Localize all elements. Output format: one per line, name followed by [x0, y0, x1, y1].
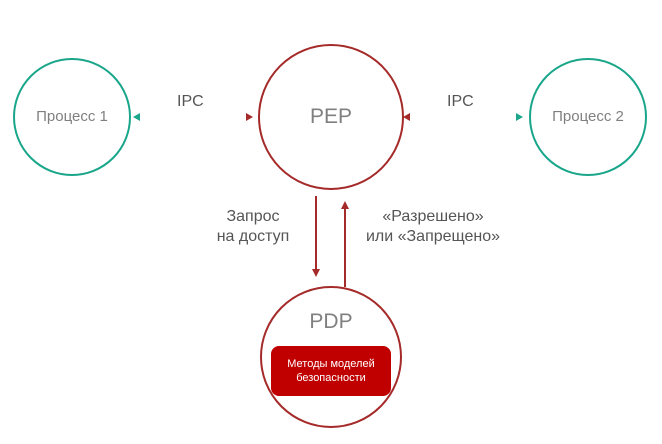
response-line2: или «Запрещено»: [365, 228, 501, 245]
response-arrow: [341, 201, 349, 287]
pep-label: PEP: [309, 105, 353, 128]
request-label: Запрос на доступ: [200, 207, 306, 247]
request-line1: Запрос: [226, 208, 280, 225]
ipc-left-arrow: [133, 113, 253, 121]
process1-node: [13, 58, 131, 176]
ipc-right-arrow: [403, 113, 523, 121]
security-models-box: Методы моделей безопасности: [271, 346, 391, 396]
process1-label: Процесс 1: [36, 108, 108, 125]
response-label: «Разрешено» или «Запрещено»: [352, 207, 514, 247]
request-line2: на доступ: [216, 228, 290, 245]
request-arrow: [312, 196, 320, 277]
security-models-label: Методы моделей безопасности: [287, 358, 375, 384]
process2-node: [529, 58, 647, 176]
ipc-left-label: IPC: [177, 93, 204, 110]
ipc-right-label: IPC: [447, 93, 474, 110]
pdp-node: [260, 286, 402, 428]
process2-label: Процесс 2: [552, 108, 624, 125]
response-line1: «Разрешено»: [382, 208, 484, 225]
pdp-label: PDP: [309, 310, 353, 333]
